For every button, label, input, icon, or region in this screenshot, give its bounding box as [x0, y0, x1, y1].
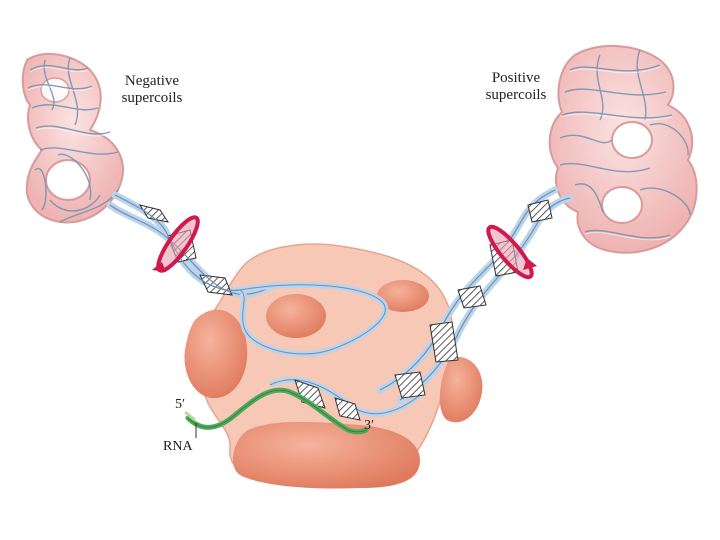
rna-polymerase: [184, 243, 483, 489]
right-rotation-arrow-icon: [486, 224, 537, 280]
positive-label-text: Positive supercoils: [485, 70, 547, 103]
negative-supercoil-tube: [21, 52, 124, 224]
polymerase-subunit: [184, 309, 248, 399]
five-prime-label: 5′: [175, 397, 186, 412]
rna-transcript: [184, 387, 369, 438]
polymerase-subunit: [233, 421, 420, 489]
polymerase-subunit: [439, 356, 483, 423]
negative-supercoils-label: Negative supercoils: [104, 73, 200, 107]
rna-label: RNA: [163, 439, 193, 454]
positive-supercoil-tube: [548, 44, 698, 254]
negative-label-text: Negative supercoils: [121, 73, 183, 106]
positive-supercoils-label: Positive supercoils: [468, 70, 564, 104]
three-prime-label: 3′: [364, 418, 375, 433]
left-rotation-arrow-icon: [152, 215, 200, 273]
polymerase-subunit: [377, 280, 429, 312]
polymerase-subunit: [266, 294, 326, 338]
